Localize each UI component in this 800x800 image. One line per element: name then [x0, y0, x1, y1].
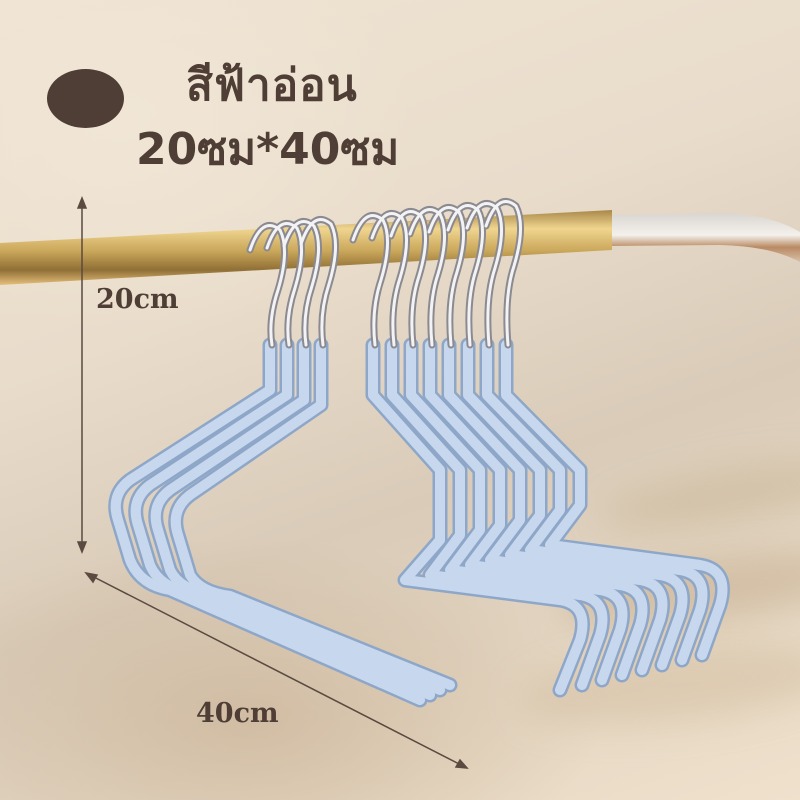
height-dimension-arrow — [76, 195, 88, 555]
size-label: 20ซม*40ซม — [136, 124, 400, 175]
clothes-rail — [0, 210, 800, 285]
hanger-group-left — [108, 337, 458, 708]
width-dimension-label: 40cm — [196, 698, 279, 729]
width-dimension-arrow — [84, 571, 469, 769]
height-dimension-label: 20cm — [96, 284, 179, 315]
color-swatch — [47, 69, 124, 128]
hanger-hooks — [246, 198, 524, 349]
color-name-label: สีฟ้าอ่อน — [186, 60, 358, 111]
hanger-group-right — [365, 337, 730, 698]
